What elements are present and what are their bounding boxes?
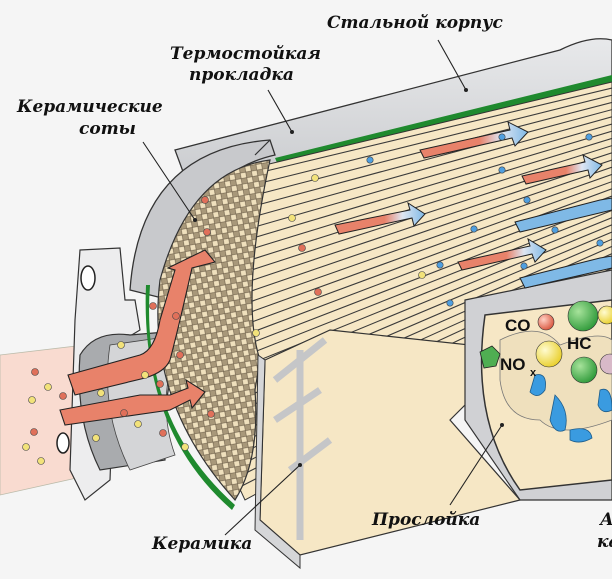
particle [298, 244, 306, 252]
particle [252, 329, 260, 337]
hot-exhaust-arrow [59, 378, 206, 426]
nox-label: NO [500, 355, 526, 374]
channel-stripe [249, 145, 612, 261]
yellow-molecule [597, 305, 612, 325]
particle [418, 271, 426, 279]
bolt-hole-icon [56, 432, 70, 454]
particle [28, 396, 36, 404]
label-interlayer: Прослойка [371, 510, 480, 530]
particle [585, 133, 593, 141]
flow-arrow [457, 237, 547, 271]
particle [97, 389, 105, 397]
particle [446, 299, 454, 307]
particle [30, 428, 38, 436]
hot-exhaust-arrow [67, 249, 216, 396]
particle [44, 383, 52, 391]
flow-arrow [521, 154, 603, 185]
particle [31, 368, 39, 376]
channel-stripe [257, 109, 612, 206]
channel-stripe [246, 159, 612, 283]
green-molecule [567, 300, 599, 332]
particle [159, 429, 167, 437]
nox-subscript: x [530, 367, 537, 379]
particle [596, 239, 604, 247]
particle [120, 409, 128, 417]
exhaust-particles [22, 133, 604, 465]
label-ceramic-honeycomb-line1: Керамические [16, 97, 163, 117]
label-heat-gasket-line2: прокладка [189, 65, 294, 85]
channel-stripe [252, 130, 612, 239]
channel-stripe [251, 137, 612, 250]
bolt-hole-icon [80, 265, 96, 291]
particle [203, 228, 211, 236]
label-steel-housing: Стальной корпус [327, 13, 503, 33]
label-heat-gasket-line1: Термостойкая [170, 44, 321, 64]
leader-lines [142, 39, 503, 536]
particle [181, 443, 189, 451]
channel-stripe [255, 116, 612, 217]
green-arrow-icon [479, 345, 501, 369]
channel-stripe [242, 181, 612, 316]
channel-stripe [240, 188, 612, 327]
channel-stripe [254, 123, 612, 228]
particle [141, 371, 149, 379]
hc-label: HC [567, 334, 592, 353]
particle [314, 288, 322, 296]
channel-stripe [236, 209, 612, 360]
particle [523, 196, 531, 204]
particle [117, 341, 125, 349]
labels: Стальной корпус Термостойкая прокладка К… [16, 13, 612, 554]
particle [176, 351, 184, 359]
flow-arrows [59, 121, 612, 426]
label-cut-off-line1: А [598, 510, 612, 530]
particle [22, 443, 30, 451]
clean-flow-arrow [519, 255, 612, 289]
particle [311, 174, 319, 182]
particle [470, 225, 478, 233]
particle [149, 302, 157, 310]
ceramic-honeycomb-face [157, 159, 271, 501]
channel-stripe [261, 87, 612, 173]
interlayer-inset [480, 299, 612, 491]
co-label: CO [505, 316, 531, 335]
label-ceramic: Керамика [151, 534, 252, 554]
particle [37, 457, 45, 465]
molecules: CO HC NO x [479, 300, 612, 384]
label-ceramic-honeycomb-line2: соты [79, 119, 136, 139]
particle [156, 380, 164, 388]
particle [92, 434, 100, 442]
particle [551, 226, 559, 234]
hc-molecule [570, 356, 598, 384]
flow-arrow [334, 201, 426, 235]
particle [498, 133, 506, 141]
flow-arrow [419, 121, 529, 159]
particle [134, 420, 142, 428]
channel-stripe [243, 173, 612, 305]
particle [520, 262, 528, 270]
particle [288, 214, 296, 222]
particle [172, 312, 180, 320]
channel-stripe [245, 166, 612, 294]
particle [498, 166, 506, 174]
particle [366, 156, 374, 164]
particle [207, 410, 215, 418]
clean-flow-arrow [514, 197, 612, 233]
label-cut-off-line2: ка [597, 532, 612, 552]
particle [59, 392, 67, 400]
particle [201, 196, 209, 204]
nox-molecule [535, 340, 563, 368]
co-molecule [537, 313, 555, 331]
particle [436, 261, 444, 269]
channel-stripe [260, 94, 612, 184]
